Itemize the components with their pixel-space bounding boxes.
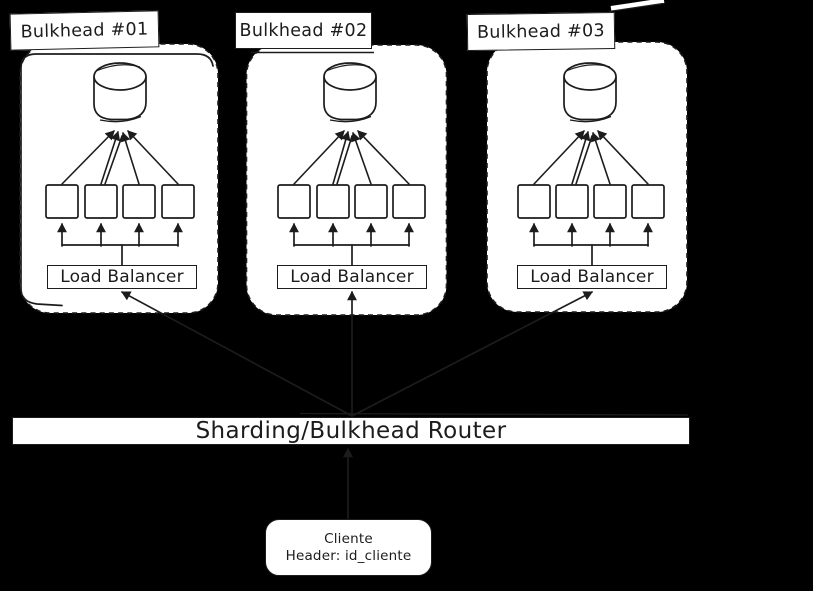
bulkhead-1-label-box: Bulkhead #01 bbox=[9, 10, 160, 51]
client-title: Cliente bbox=[324, 530, 373, 547]
database-cylinder-icon bbox=[563, 62, 617, 123]
router-label: Sharding/Bulkhead Router bbox=[195, 418, 507, 444]
load-balancer-3-box: Load Balancer bbox=[517, 265, 667, 289]
bulkhead-3-group bbox=[486, 0, 688, 313]
bulkhead-3-loadbalancer-to-instance-arrows bbox=[529, 222, 653, 267]
bulkhead-2-label-box: Bulkhead #02 bbox=[235, 12, 372, 49]
load-balancer-3-label: Load Balancer bbox=[530, 267, 654, 287]
service-instance-box bbox=[517, 184, 551, 219]
bulkhead-3-label-overshoot-edge bbox=[608, 2, 664, 13]
load-balancer-2-label: Load Balancer bbox=[290, 267, 414, 287]
bulkhead-1-instance-to-database-arrows bbox=[61, 130, 179, 185]
service-instance-box bbox=[354, 184, 388, 219]
client-box: Cliente Header: id_cliente bbox=[265, 519, 432, 576]
bulkhead-2-label: Bulkhead #02 bbox=[239, 20, 368, 41]
bulkhead-1-solid-outline bbox=[20, 53, 214, 307]
router-bar-double-stroke bbox=[299, 412, 689, 416]
bulkhead-3-label: Bulkhead #03 bbox=[476, 20, 606, 43]
service-instance-box bbox=[277, 184, 311, 219]
client-header: Header: id_cliente bbox=[285, 547, 412, 564]
bulkhead-1-group bbox=[19, 43, 219, 314]
load-balancer-1-box: Load Balancer bbox=[47, 265, 197, 289]
bulkhead-2-dashed-container bbox=[245, 44, 448, 316]
bulkhead-1-label: Bulkhead #01 bbox=[20, 19, 149, 42]
bulkhead-2-instance-to-database-arrows bbox=[293, 130, 410, 185]
load-balancer-2-box: Load Balancer bbox=[277, 265, 427, 289]
database-cylinder-icon bbox=[323, 62, 377, 123]
bulkhead-3-label-overshoot bbox=[610, 0, 665, 11]
bulkhead-1-instance-boxes bbox=[45, 184, 195, 219]
router-to-loadbalancer-arrows bbox=[121, 290, 593, 417]
service-instance-box bbox=[555, 184, 589, 219]
service-instance-box bbox=[45, 184, 79, 219]
service-instance-box bbox=[392, 184, 426, 219]
service-instance-box bbox=[84, 184, 118, 219]
service-instance-box bbox=[161, 184, 195, 219]
bulkhead-2-loadbalancer-to-instance-arrows bbox=[289, 222, 414, 267]
bulkhead-2-group bbox=[245, 44, 448, 316]
database-cylinder-icon bbox=[93, 62, 147, 123]
service-instance-box bbox=[593, 184, 627, 219]
bulkhead-3-instance-to-database-arrows bbox=[533, 130, 649, 185]
service-instance-box bbox=[631, 184, 665, 219]
bulkhead-3-label-box: Bulkhead #03 bbox=[466, 11, 616, 52]
bulkhead-2-instance-boxes bbox=[277, 184, 426, 219]
router-to-loadbalancer-3-arrow bbox=[351, 291, 593, 417]
bulkhead-3-instance-boxes bbox=[517, 184, 665, 219]
service-instance-box bbox=[122, 184, 156, 219]
router-to-loadbalancer-1-arrow bbox=[121, 291, 353, 417]
service-instance-box bbox=[316, 184, 350, 219]
bulkhead-1-loadbalancer-to-instance-arrows bbox=[57, 222, 183, 267]
router-bar: Sharding/Bulkhead Router bbox=[12, 417, 690, 445]
load-balancer-1-label: Load Balancer bbox=[60, 267, 184, 287]
